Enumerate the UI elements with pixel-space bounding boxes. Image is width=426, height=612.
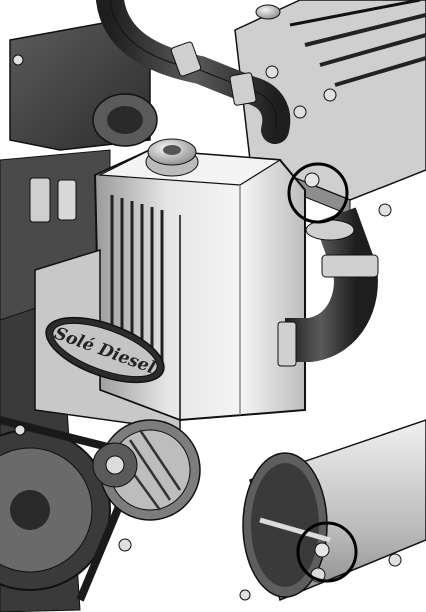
highlighted-bolt-lower [314, 542, 330, 558]
alternator [92, 419, 201, 521]
upper-hose [96, 0, 291, 144]
filler-cap [145, 138, 199, 177]
left-hose [0, 177, 90, 223]
crank-pulley [0, 429, 111, 591]
tank-ribs [110, 195, 164, 368]
bolts [12, 54, 402, 601]
highlight-circle-upper [287, 162, 349, 224]
highlighted-bolt-upper [304, 172, 320, 188]
thermostat-housing [92, 93, 158, 147]
elbow-hose [277, 207, 379, 450]
highlight-circle-lower [296, 521, 358, 583]
heat-exchanger-body: Solé Diesel [34, 248, 181, 431]
lower-cylinder [242, 419, 426, 602]
